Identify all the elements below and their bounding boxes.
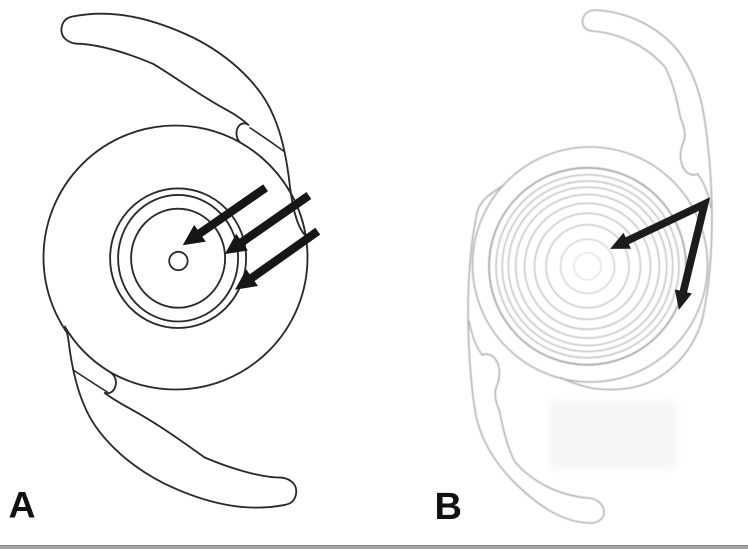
svg-text:B: B [435, 486, 462, 528]
svg-text:A: A [9, 484, 36, 526]
